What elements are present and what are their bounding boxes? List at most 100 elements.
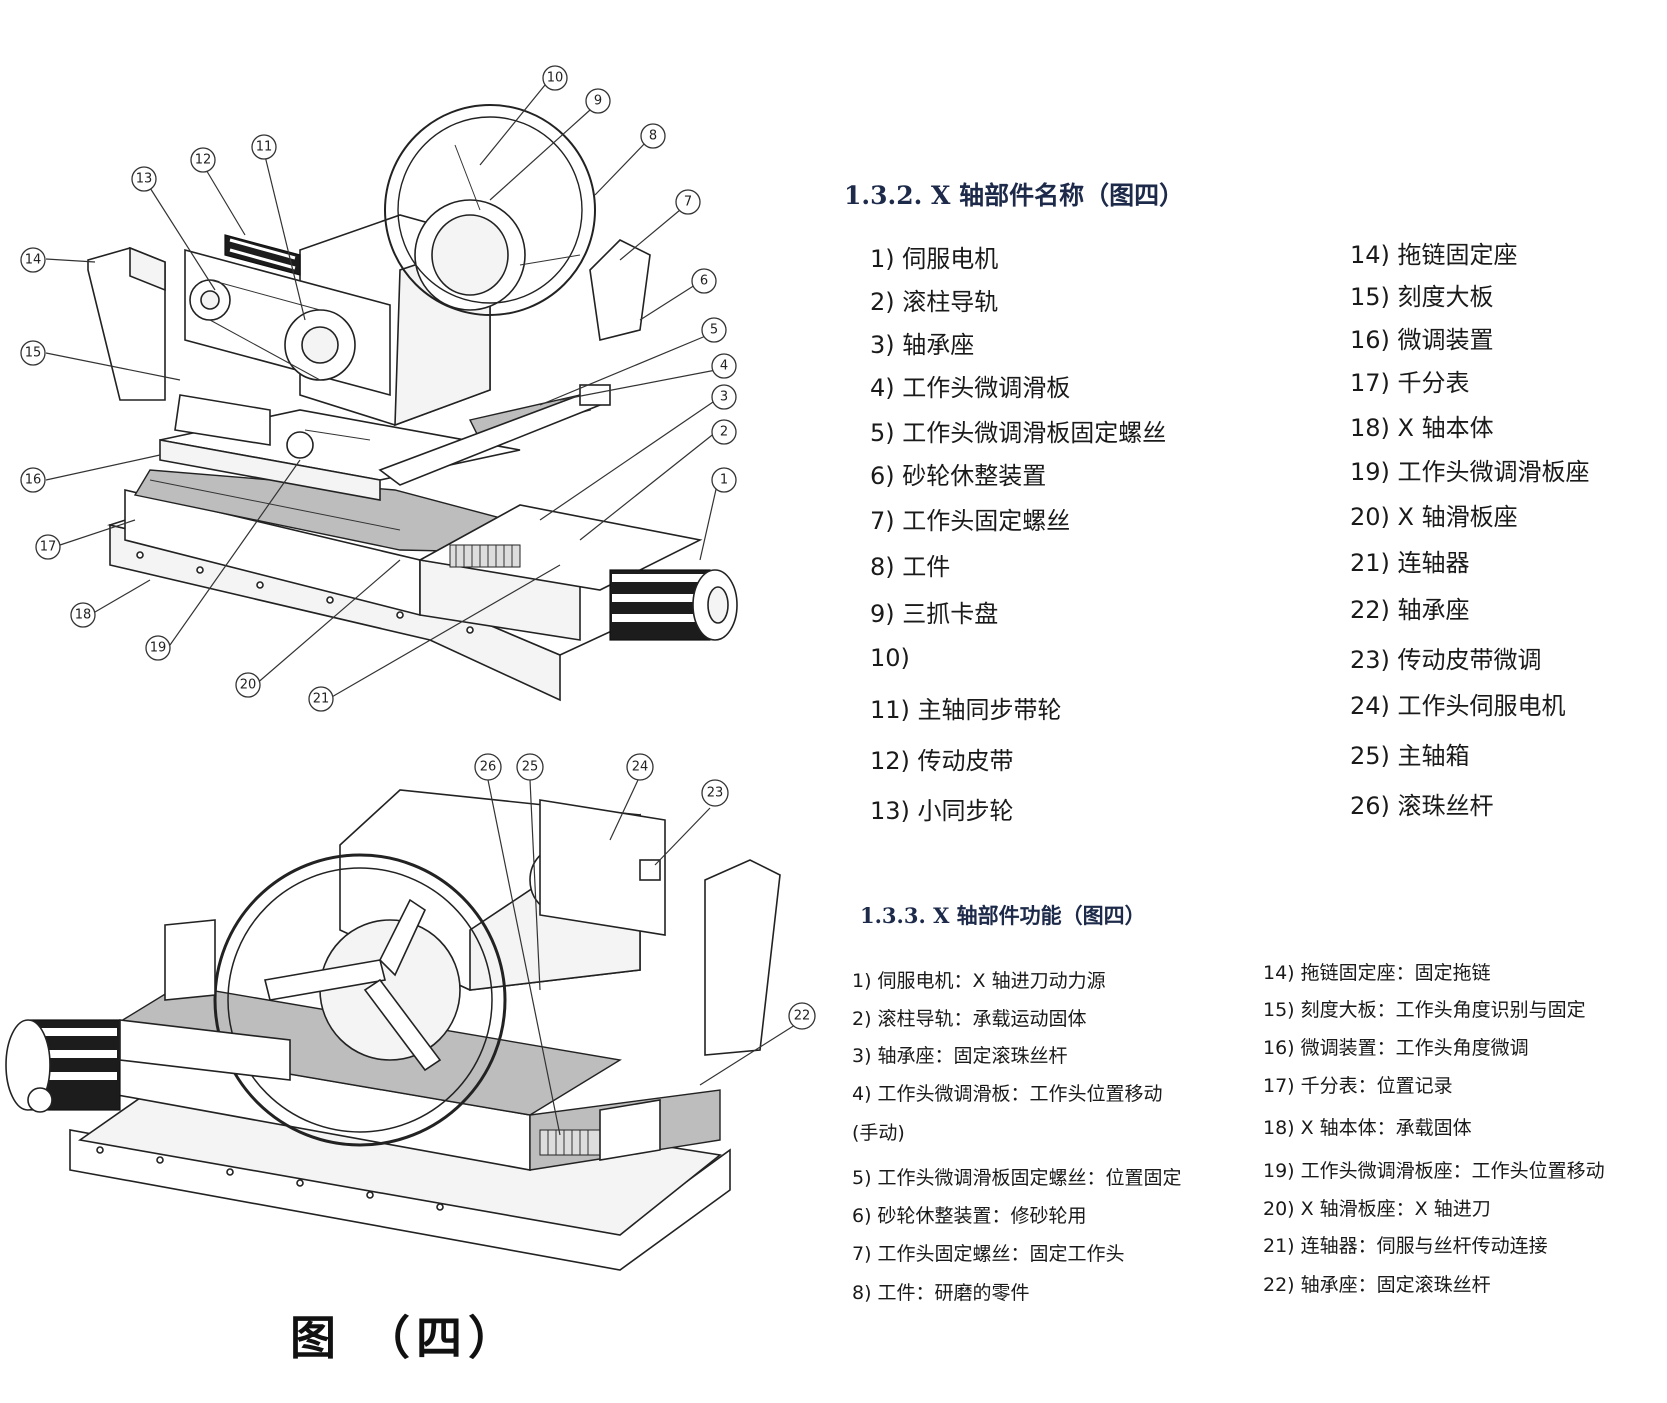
list-item: 21) 连轴器 bbox=[1350, 549, 1470, 577]
list-item: 19) 工作头微调滑板座：工作头位置移动 bbox=[1263, 1160, 1605, 1182]
callout-2 bbox=[711, 419, 737, 445]
callout-15-label: 15 bbox=[25, 346, 42, 361]
callout-3-label: 3 bbox=[720, 390, 728, 405]
callout-22-label: 22 bbox=[794, 1009, 811, 1024]
ball-screw-lower bbox=[539, 1129, 601, 1156]
bottom-leader-lines bbox=[487, 779, 796, 1136]
callout-7 bbox=[675, 189, 701, 215]
callout-18 bbox=[70, 602, 96, 628]
callout-14-label: 14 bbox=[25, 253, 42, 268]
callout-18-label: 18 bbox=[75, 608, 92, 623]
servo-motor-x-lower bbox=[5, 1019, 121, 1113]
callout-11-label: 11 bbox=[256, 140, 273, 155]
list-item: 16) 微调装置 bbox=[1350, 326, 1494, 354]
callout-5 bbox=[701, 317, 727, 343]
list-item: 22) 轴承座 bbox=[1350, 596, 1470, 624]
callout-10-label: 10 bbox=[547, 71, 564, 86]
callout-19-label: 19 bbox=[150, 641, 167, 656]
list-item: 4) 工作头微调滑板 bbox=[870, 374, 1071, 402]
list-item: 13) 小同步轮 bbox=[870, 797, 1014, 825]
top-assembly-drawing: 10 9 8 7 6 5 4 3 2 1 12 11 13 14 15 16 1… bbox=[20, 65, 738, 712]
callout-3 bbox=[711, 384, 737, 410]
list-item: 17) 千分表 bbox=[1350, 369, 1470, 397]
callout-17-label: 17 bbox=[40, 540, 57, 555]
list-item: 4) 工作头微调滑板：工作头位置移动 bbox=[852, 1083, 1163, 1105]
servo-motor-x bbox=[609, 569, 738, 641]
drag-chain-mount-lower bbox=[704, 859, 781, 1056]
list-item: 1) 伺服电机：X 轴进刀动力源 bbox=[852, 970, 1106, 992]
callout-25 bbox=[516, 753, 544, 781]
list-item: 10) bbox=[870, 644, 910, 672]
callout-12-label: 12 bbox=[195, 153, 212, 168]
callout-24-label: 24 bbox=[632, 760, 649, 775]
slide-plate-front bbox=[159, 439, 381, 501]
workpiece-wheel-lower bbox=[213, 853, 507, 1147]
list-item: 6) 砂轮休整装置：修砂轮用 bbox=[852, 1205, 1087, 1227]
callout-4-label: 4 bbox=[720, 359, 728, 374]
list-item: 25) 主轴箱 bbox=[1350, 742, 1470, 770]
list-item: 2) 滚柱导轨：承载运动固体 bbox=[852, 1008, 1087, 1030]
base-holes-lower bbox=[96, 1146, 444, 1211]
bottom-assembly-drawing: 26 25 24 23 22 bbox=[5, 753, 816, 1271]
list-item: 8) 工件：研磨的零件 bbox=[852, 1282, 1030, 1304]
callout-20 bbox=[235, 672, 261, 698]
callout-5-label: 5 bbox=[710, 323, 718, 338]
callout-19 bbox=[145, 635, 171, 661]
list-item: 17) 千分表：位置记录 bbox=[1263, 1075, 1453, 1097]
list-item: 5) 工作头微调滑板固定螺丝 bbox=[870, 419, 1167, 447]
callout-9 bbox=[585, 88, 611, 114]
list-item: 20) X 轴滑板座：X 轴进刀 bbox=[1263, 1198, 1491, 1220]
callout-1 bbox=[711, 467, 737, 493]
list-item: 19) 工作头微调滑板座 bbox=[1350, 458, 1590, 486]
callout-6-label: 6 bbox=[700, 274, 708, 289]
callout-21 bbox=[308, 686, 334, 712]
bearing-block-left bbox=[164, 919, 216, 1001]
callout-8 bbox=[640, 123, 666, 149]
callout-13 bbox=[131, 166, 157, 192]
list-item: 15) 刻度大板 bbox=[1350, 283, 1494, 311]
list-item: 3) 轴承座 bbox=[870, 331, 975, 359]
wheel-dresser bbox=[589, 239, 651, 341]
list-item: (手动) bbox=[852, 1122, 905, 1144]
callout-11 bbox=[251, 134, 277, 160]
screw-housing bbox=[417, 504, 703, 591]
list-item: 21) 连轴器：伺服与丝杆传动连接 bbox=[1263, 1235, 1548, 1257]
callout-6 bbox=[691, 268, 717, 294]
callout-14 bbox=[20, 247, 46, 273]
list-item: 7) 工作头固定螺丝：固定工作头 bbox=[852, 1243, 1125, 1265]
list-item: 14) 拖链固定座 bbox=[1350, 241, 1518, 269]
section-functions-title: 1.3.3. X 轴部件功能（图四） bbox=[860, 903, 1146, 928]
list-item: 11) 主轴同步带轮 bbox=[870, 696, 1062, 724]
callout-9-label: 9 bbox=[594, 94, 602, 109]
callout-13-label: 13 bbox=[136, 172, 153, 187]
callout-20-label: 20 bbox=[240, 678, 257, 693]
list-item: 23) 传动皮带微调 bbox=[1350, 646, 1542, 674]
callout-26-label: 26 bbox=[480, 760, 497, 775]
list-item: 20) X 轴滑板座 bbox=[1350, 503, 1518, 531]
figure-caption: 图 （四） bbox=[290, 1311, 521, 1365]
callout-1-label: 1 bbox=[720, 473, 728, 488]
list-item: 5) 工作头微调滑板固定螺丝：位置固定 bbox=[852, 1167, 1182, 1189]
callout-26 bbox=[474, 753, 502, 781]
callout-17 bbox=[35, 534, 61, 560]
callout-22 bbox=[788, 1002, 816, 1030]
list-item: 8) 工件 bbox=[870, 553, 951, 581]
list-item: 12) 传动皮带 bbox=[870, 747, 1014, 775]
callout-10 bbox=[542, 65, 568, 91]
list-item: 3) 轴承座：固定滚珠丝杆 bbox=[852, 1045, 1068, 1067]
scale-plate bbox=[174, 394, 271, 446]
callout-8-label: 8 bbox=[649, 129, 657, 144]
callout-25-label: 25 bbox=[522, 760, 539, 775]
section-names-title: 1.3.2. X 轴部件名称（图四） bbox=[844, 181, 1185, 210]
callout-15 bbox=[20, 340, 46, 366]
list-item: 22) 轴承座：固定滚珠丝杆 bbox=[1263, 1274, 1491, 1296]
list-item: 18) X 轴本体：承载固体 bbox=[1263, 1117, 1472, 1139]
top-callouts: 10 9 8 7 6 5 4 3 2 1 12 11 13 14 15 16 1… bbox=[20, 65, 737, 712]
list-item: 7) 工作头固定螺丝 bbox=[870, 507, 1071, 535]
list-item: 1) 伺服电机 bbox=[870, 245, 999, 273]
callout-16 bbox=[20, 467, 46, 493]
ball-screw-coils bbox=[449, 544, 521, 568]
callout-16-label: 16 bbox=[25, 473, 42, 488]
list-item: 24) 工作头伺服电机 bbox=[1350, 692, 1566, 720]
workpiece-wheel bbox=[384, 104, 596, 316]
